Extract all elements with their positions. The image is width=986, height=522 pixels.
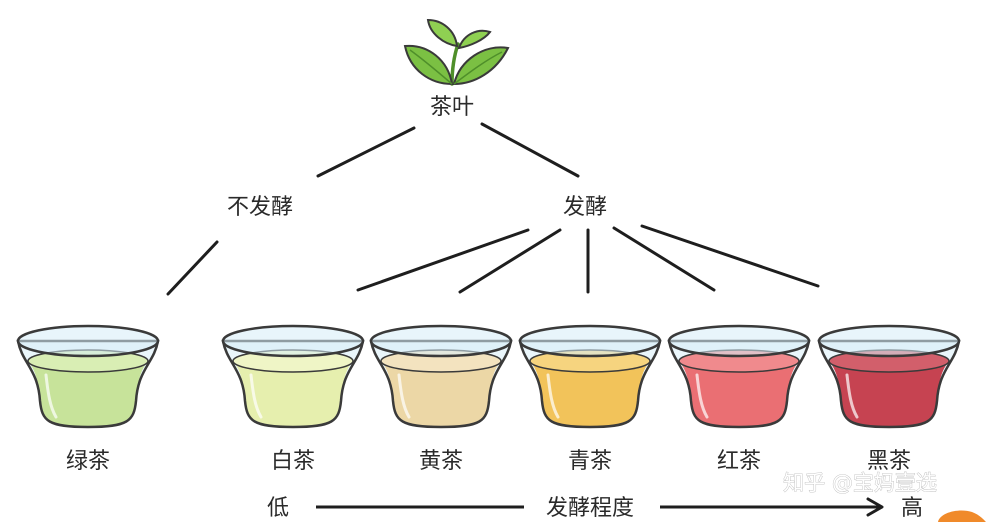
tea-liquid: [233, 361, 353, 427]
cup-rim: [369, 324, 513, 358]
tea-label: 红茶: [717, 449, 761, 474]
cup-rim: [817, 324, 961, 358]
line-root-to-fermented: [480, 122, 580, 178]
tea-labels: 绿茶 白茶 黄茶 青茶 红茶 黑茶: [66, 449, 911, 474]
tea-cup: [667, 324, 811, 429]
scale-high-label: 高: [901, 496, 923, 521]
line-fermented-to-red: [612, 226, 716, 292]
branch-label-unfermented: 不发酵: [227, 195, 293, 220]
branch-label-fermented: 发酵: [563, 195, 607, 220]
tea-liquid: [679, 361, 799, 427]
tea-liquid: [530, 361, 650, 427]
tea-liquid: [829, 361, 949, 427]
tea-leaf-sprout-icon: [403, 18, 510, 86]
tea-label: 青茶: [568, 449, 612, 474]
line-fermented-to-dark: [640, 224, 820, 288]
scale-arrowhead-icon: [866, 497, 884, 517]
scale-low-label: 低: [267, 496, 289, 521]
cup-rim: [16, 324, 160, 358]
tea-liquid: [28, 361, 148, 427]
line-fermented-to-white: [356, 228, 530, 292]
tree-connector-lines: [166, 122, 820, 296]
tea-liquid: [381, 361, 501, 427]
cup-rim: [518, 324, 662, 358]
root-label: 茶叶: [430, 95, 474, 120]
cup-rim: [667, 324, 811, 358]
tea-cup: [221, 324, 365, 429]
tea-label: 白茶: [271, 449, 315, 474]
tea-cup: [518, 324, 662, 429]
tea-label: 黑茶: [867, 449, 911, 474]
tea-cups: [16, 324, 961, 429]
tea-cup: [16, 324, 160, 429]
scale-title: 发酵程度: [546, 496, 634, 521]
line-root-to-unfermented: [316, 126, 416, 178]
watermark: 知乎 @宝妈壹选: [783, 471, 937, 495]
cup-rim: [221, 324, 365, 358]
tea-cup: [369, 324, 513, 429]
corner-decoration: [938, 510, 986, 522]
tea-label: 绿茶: [66, 449, 110, 474]
tea-cup: [817, 324, 961, 429]
tea-label: 黄茶: [419, 449, 463, 474]
fermentation-scale: 低 发酵程度 高: [267, 496, 923, 521]
line-unfermented-to-green: [166, 240, 219, 296]
line-fermented-to-yellow: [458, 228, 562, 294]
